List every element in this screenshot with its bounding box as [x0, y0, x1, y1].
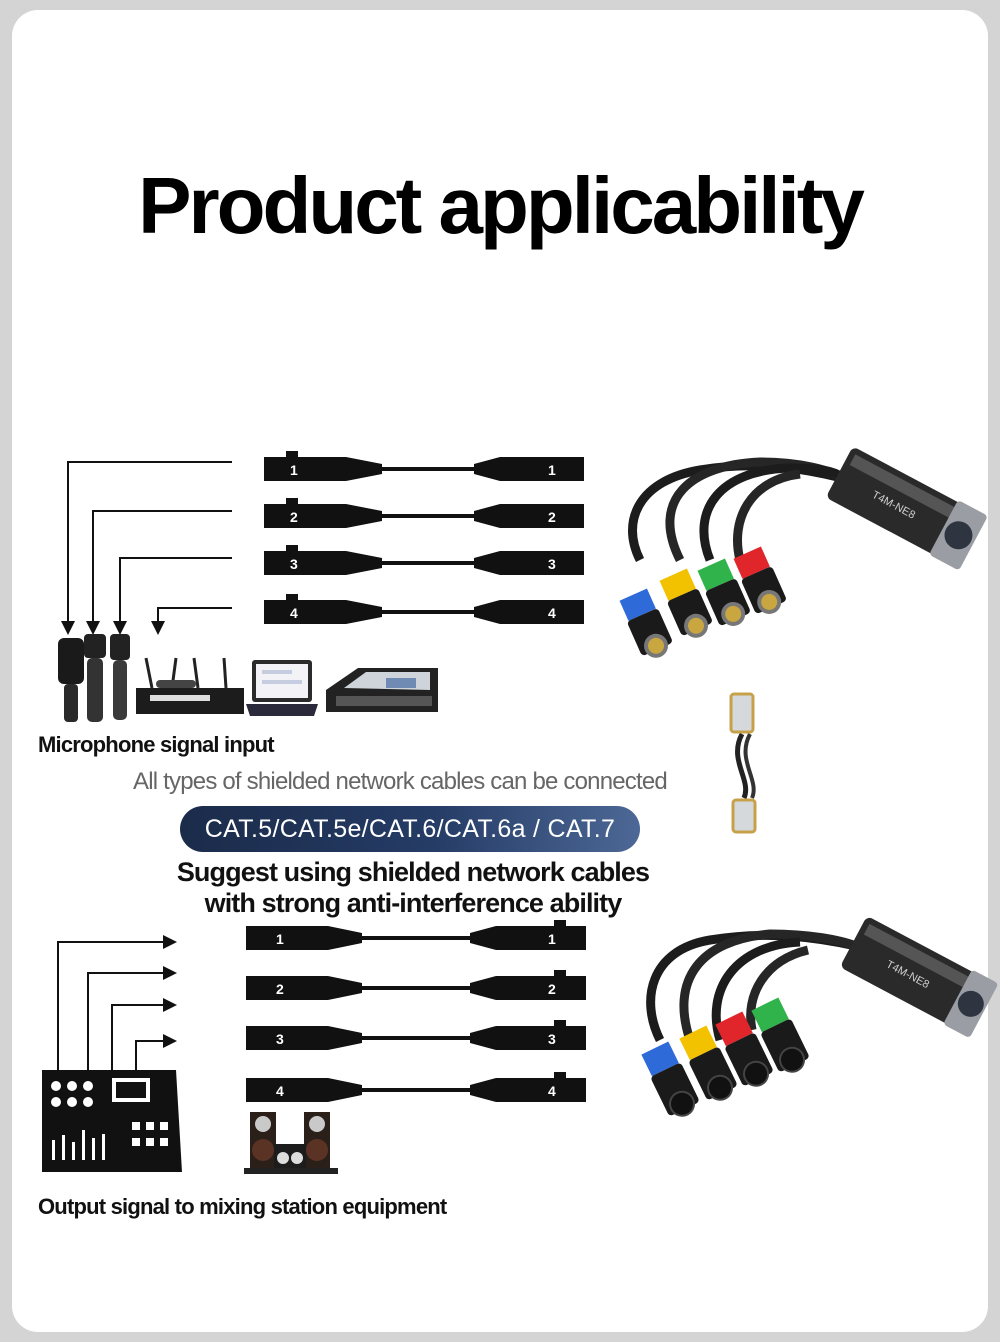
input-right-number: 2: [548, 509, 556, 525]
output-cables: [246, 920, 586, 1102]
output-cable-1: [246, 920, 586, 950]
rj45-connector-icon: [729, 692, 757, 834]
input-right-number: 1: [548, 462, 556, 478]
mixing-console-icon: [326, 668, 438, 712]
laptop-icon: [246, 660, 318, 716]
speaker-stack-icon: [244, 1112, 338, 1174]
output-caption: Output signal to mixing station equipmen…: [38, 1194, 447, 1219]
output-right-number: 4: [548, 1083, 556, 1099]
input-cable-1: [264, 451, 584, 481]
output-channel-numbers: 1 1 2 2 3 3 4 4: [276, 931, 556, 1099]
input-cable-2: [264, 498, 584, 528]
input-left-number: 4: [290, 605, 298, 621]
wireless-receiver-icon: [136, 657, 244, 714]
suggestion-line-2: with strong anti-interference ability: [204, 888, 623, 918]
microphone-icon: [58, 634, 130, 722]
input-left-number: 1: [290, 462, 298, 478]
input-caption: Microphone signal input: [38, 732, 275, 757]
input-signal-lines: [61, 461, 232, 635]
mixer-panel-icon: [42, 1070, 182, 1172]
output-cable-4: [246, 1072, 586, 1102]
input-channel-numbers: 1 1 2 2 3 3 4 4: [290, 462, 556, 621]
page-title: Product applicability: [138, 161, 865, 250]
suggestion-line-1: Suggest using shielded network cables: [176, 857, 650, 887]
input-right-number: 3: [548, 556, 556, 572]
output-left-number: 4: [276, 1083, 284, 1099]
output-signal-lines: [57, 935, 177, 1070]
output-left-number: 2: [276, 981, 284, 997]
input-left-number: 2: [290, 509, 298, 525]
output-cable-3: [246, 1020, 586, 1050]
output-cable-2: [246, 970, 586, 1000]
output-right-number: 2: [548, 981, 556, 997]
cable-types-badge: CAT.5/CAT.5e/CAT.6/CAT.6a / CAT.7: [180, 806, 640, 852]
input-cable-4: [264, 594, 584, 624]
snake-cable-top: T4M-NE8: [619, 448, 987, 658]
output-left-number: 3: [276, 1031, 284, 1047]
input-cable-3: [264, 545, 584, 575]
input-left-number: 3: [290, 556, 298, 572]
output-right-number: 1: [548, 931, 556, 947]
output-left-number: 1: [276, 931, 284, 947]
input-cables: [264, 451, 584, 624]
cable-note: All types of shielded network cables can…: [133, 768, 668, 795]
output-right-number: 3: [548, 1031, 556, 1047]
snake-cable-bottom: T4M-NE8: [641, 917, 998, 1117]
input-right-number: 4: [548, 605, 556, 621]
